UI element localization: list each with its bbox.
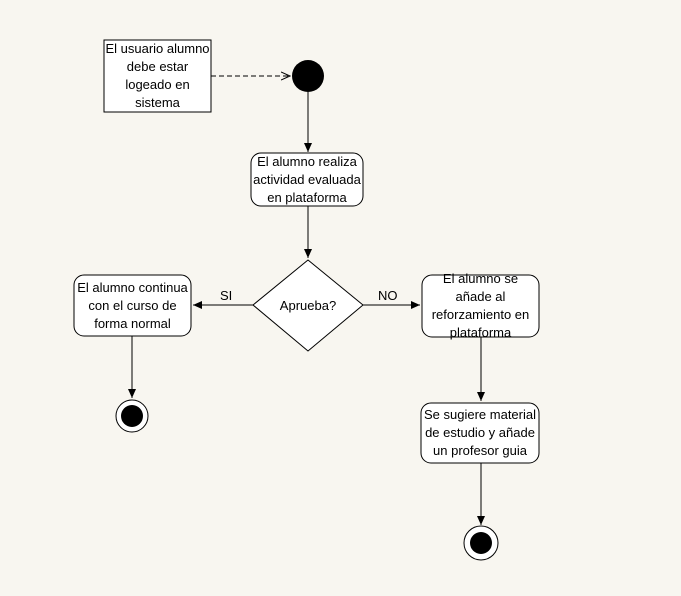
activity-realiza-actividad-text: El alumno realiza actividad evaluada en …	[253, 153, 361, 205]
edge-label-si: SI	[220, 288, 233, 303]
final-node-yes-inner	[121, 405, 143, 427]
edge-label-no: NO	[378, 288, 398, 303]
final-node-no-inner	[470, 532, 492, 554]
decision-aprueba-text: Aprueba?	[279, 297, 337, 313]
activity-realiza-actividad	[250, 152, 364, 207]
activity-reforzamiento-text: El alumno se añade al reforzamiento en p…	[431, 271, 530, 340]
precondition-note-text: El usuario alumno debe estar logeado en …	[105, 41, 210, 110]
activity-material-profesor	[420, 402, 540, 464]
precondition-note	[103, 39, 212, 113]
decision-aprueba	[252, 259, 364, 352]
activity-material-profesor-text: Se sugiere material de estudio y añade u…	[424, 407, 536, 458]
activity-continua-curso-text: El alumno continua con el curso de forma…	[77, 279, 188, 331]
initial-node	[292, 60, 324, 92]
